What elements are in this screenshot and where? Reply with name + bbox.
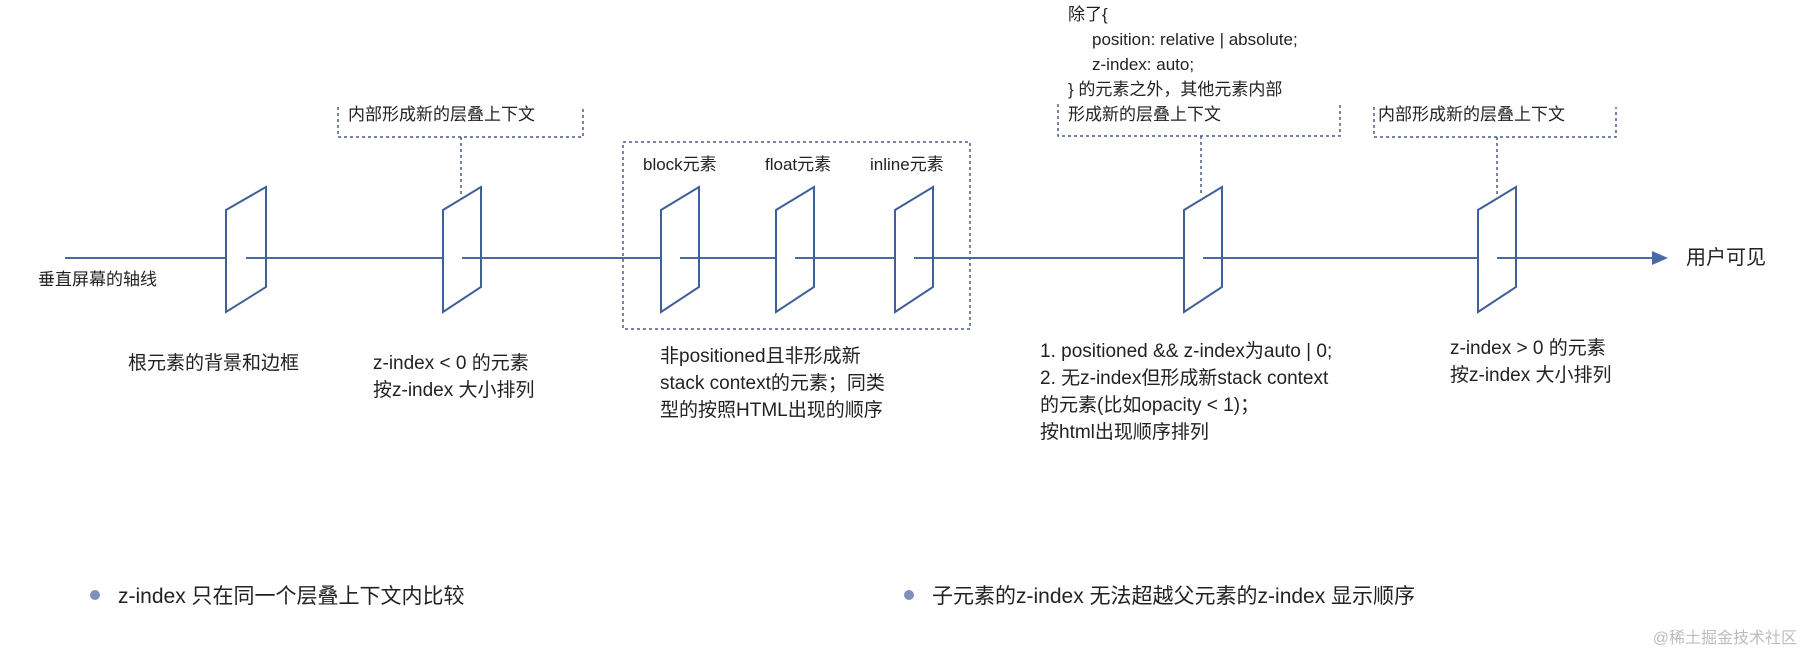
plane-inline [894, 185, 934, 314]
desc-positioned: 1. positioned && z-index为auto | 0; 2. 无z… [1040, 341, 1333, 443]
plane-positioned [1183, 185, 1223, 314]
bullet-1: z-index 只在同一个层叠上下文内比较 [90, 580, 465, 610]
bracket-far-right [1373, 107, 1617, 138]
block-label: block元素 [643, 155, 717, 174]
plane-positive-z [1477, 185, 1517, 314]
bullet-dot-icon [90, 590, 100, 600]
bullet-2-text: 子元素的z-index 无法超越父元素的z-index 显示顺序 [932, 585, 1416, 608]
bullet-2: 子元素的z-index 无法超越父元素的z-index 显示顺序 [904, 580, 1415, 610]
axis-start-label: 垂直屏幕的轴线 [38, 270, 157, 289]
desc-root: 根元素的背景和边框 [128, 353, 300, 374]
code-line-5: 形成新的层叠上下文 [1068, 105, 1221, 124]
float-label: float元素 [765, 155, 832, 174]
desc-negative-z: z-index < 0 的元素 按z-index 大小排列 [373, 353, 535, 401]
bullet-1-text: z-index 只在同一个层叠上下文内比较 [118, 585, 465, 608]
watermark: @稀土掘金技术社区 [1652, 630, 1797, 647]
desc-positive-z: z-index > 0 的元素 按z-index 大小排列 [1450, 338, 1612, 386]
inline-label: inline元素 [870, 155, 944, 174]
plane-negative-z [442, 185, 482, 314]
plane-float [775, 185, 815, 314]
bullet-dot-icon [904, 590, 914, 600]
axis-end-label: 用户可见 [1686, 247, 1766, 269]
code-line-1: 除了{ [1068, 5, 1108, 24]
bracket-far-right-label: 内部形成新的层叠上下文 [1378, 105, 1565, 124]
bracket-right [1057, 104, 1341, 137]
desc-non-positioned: 非positioned且非形成新 stack context的元素；同类 型的按… [660, 346, 885, 421]
plane-block [660, 185, 700, 314]
non-positioned-group-box [622, 141, 971, 330]
axis-arrowhead [1652, 251, 1668, 265]
plane-root [225, 185, 267, 314]
bracket-left-label: 内部形成新的层叠上下文 [348, 105, 535, 124]
code-line-4: } 的元素之外，其他元素内部 [1068, 80, 1283, 99]
code-line-2: position: relative | absolute; [1092, 30, 1298, 49]
code-line-3: z-index: auto; [1092, 55, 1195, 74]
bracket-right-code: 除了{ position: relative | absolute; z-ind… [1068, 4, 1298, 126]
